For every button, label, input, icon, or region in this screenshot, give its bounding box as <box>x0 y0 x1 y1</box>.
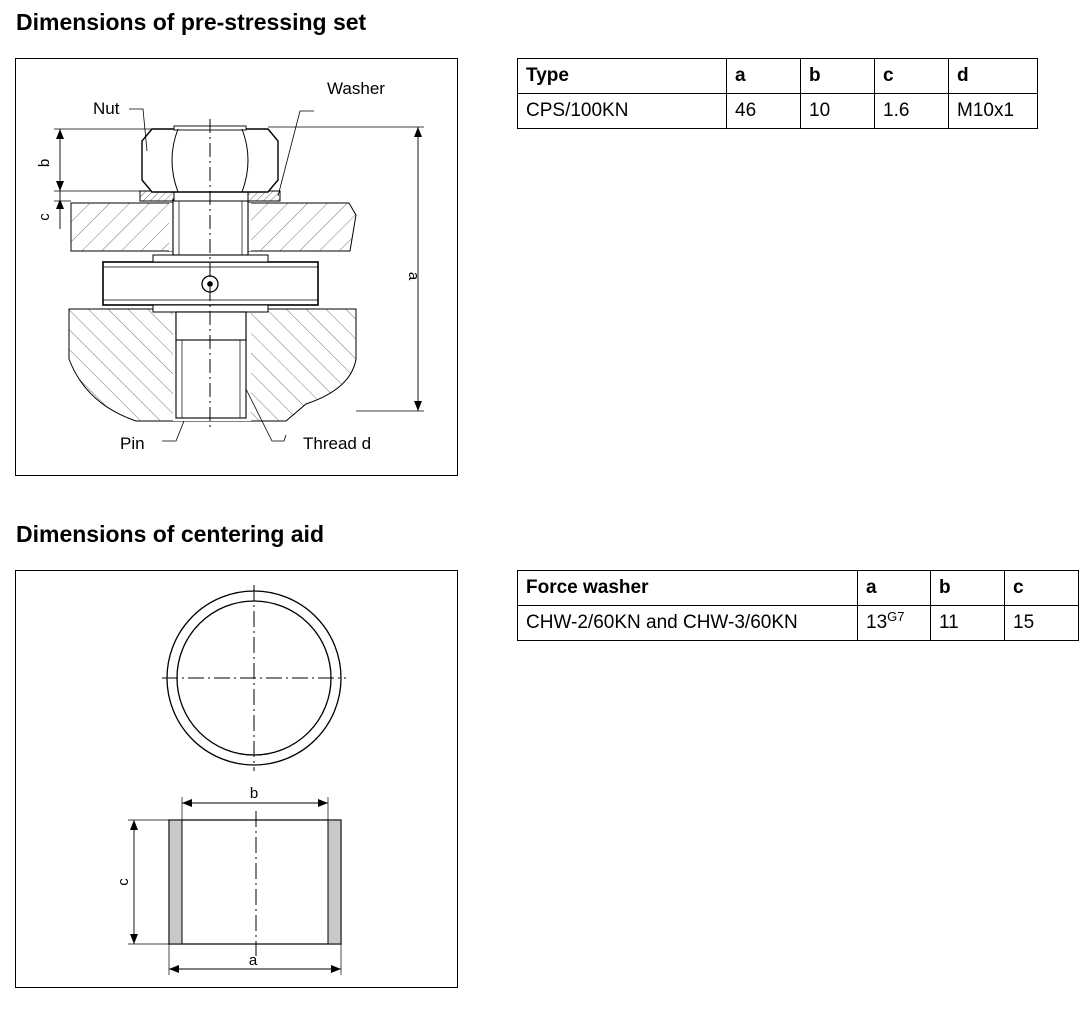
cell-a: 46 <box>726 93 801 129</box>
dimension-a: a <box>268 126 424 412</box>
table-row: CHW-2/60KN and CHW-3/60KN 13G7 11 15 <box>517 605 1079 641</box>
table-header-row: Type a b c d <box>517 58 1038 94</box>
cell-b: 10 <box>800 93 875 129</box>
col-header-force-washer: Force washer <box>517 570 858 606</box>
col-header-c: c <box>1004 570 1079 606</box>
dim-c-label: c <box>115 878 132 886</box>
dimension-b: b <box>181 785 329 820</box>
centering-spec-table: Force washer a b c CHW-2/60KN and CHW-3/… <box>517 570 1079 641</box>
table-row: CPS/100KN 46 10 1.6 M10x1 <box>517 93 1038 129</box>
dimension-a: a <box>168 944 342 975</box>
table-header-row: Force washer a b c <box>517 570 1079 606</box>
prestressing-set-drawing: a b c Nut Washer Pin <box>36 79 424 453</box>
pin <box>172 198 249 419</box>
callout-nut: Nut <box>93 99 148 152</box>
label-washer: Washer <box>327 79 385 98</box>
cell-force-washer: CHW-2/60KN and CHW-3/60KN <box>517 605 858 641</box>
cell-type: CPS/100KN <box>517 93 727 129</box>
nut <box>141 125 279 193</box>
dim-a-label: a <box>405 272 422 281</box>
centering-ring-side-view <box>168 811 342 956</box>
centering-aid-figure: b a c <box>15 570 458 988</box>
dimension-c: c <box>115 819 169 945</box>
col-header-a: a <box>857 570 931 606</box>
col-header-b: b <box>930 570 1005 606</box>
centering-aid-drawing: b a c <box>115 585 346 975</box>
cell-b: 11 <box>930 605 1005 641</box>
cell-c: 1.6 <box>874 93 949 129</box>
label-pin: Pin <box>120 434 145 453</box>
col-header-c: c <box>874 58 949 94</box>
col-header-a: a <box>726 58 801 94</box>
section-title-prestressing: Dimensions of pre-stressing set <box>16 9 367 35</box>
cell-a-value: 13 <box>866 612 888 633</box>
label-nut: Nut <box>93 99 120 118</box>
dim-c-label: c <box>36 213 53 221</box>
section-title-centering: Dimensions of centering aid <box>16 521 324 547</box>
col-header-d: d <box>948 58 1038 94</box>
centering-ring-top-view <box>162 585 346 771</box>
dimension-b: b <box>36 128 152 192</box>
prestressing-set-figure: a b c Nut Washer Pin <box>15 58 458 476</box>
dimension-c: c <box>36 189 71 229</box>
col-header-b: b <box>800 58 875 94</box>
callout-pin: Pin <box>120 420 185 453</box>
callout-washer: Washer <box>277 79 385 197</box>
dim-b-label: b <box>36 159 53 167</box>
dim-a-label: a <box>249 952 258 969</box>
label-thread: Thread d <box>303 434 371 453</box>
cell-a-tolerance: G7 <box>887 609 905 624</box>
callout-thread: Thread d <box>245 388 371 453</box>
prestressing-spec-table: Type a b c d CPS/100KN 46 10 1.6 M10x1 <box>517 58 1038 129</box>
col-header-type: Type <box>517 58 727 94</box>
dim-b-label: b <box>250 785 258 802</box>
cell-c: 15 <box>1004 605 1079 641</box>
cell-d: M10x1 <box>948 93 1038 129</box>
cell-a: 13G7 <box>857 605 931 641</box>
